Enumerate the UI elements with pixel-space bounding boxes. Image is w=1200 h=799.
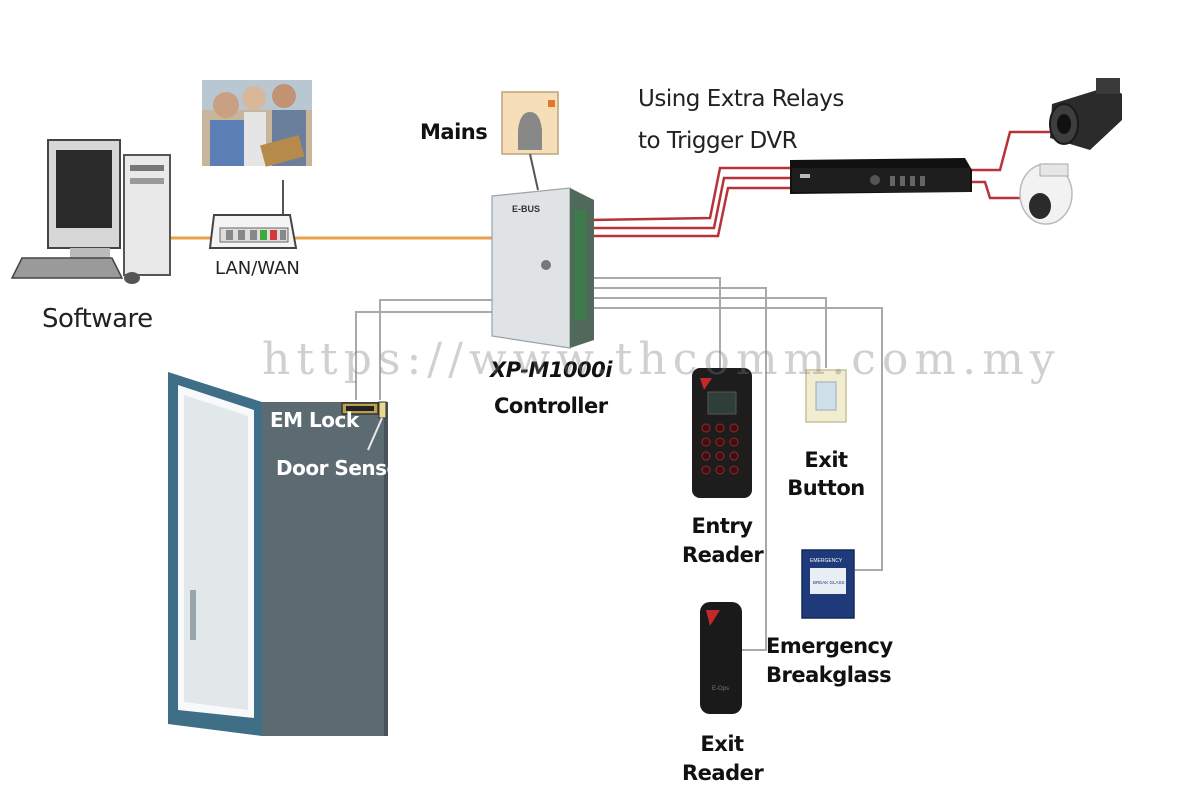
camera-line-1 xyxy=(970,130,1055,172)
mains-label: Mains xyxy=(420,120,488,144)
computer-icon xyxy=(10,139,171,284)
mains-power-icon xyxy=(501,91,559,191)
em-lock-icon xyxy=(341,402,379,415)
exit-reader-label-line1: Exit xyxy=(700,732,744,756)
breakglass-label-line2: Breakglass xyxy=(766,663,892,687)
exit-button-icon xyxy=(805,369,847,423)
breakglass-sign-text: EMERGENCY xyxy=(810,558,843,564)
relay-label-line2: to Trigger DVR xyxy=(638,128,798,154)
breakglass-icon: EMERGENCY BREAK GLASS xyxy=(801,549,855,619)
exit-button-label-line2: Button xyxy=(787,476,865,500)
wire-door-sensor xyxy=(355,311,500,400)
bullet-camera-icon xyxy=(1049,78,1122,150)
door-icon xyxy=(168,372,388,736)
dome-camera-icon xyxy=(1019,163,1073,225)
door-sensor-label: Door Sensor xyxy=(276,456,410,480)
users-photo xyxy=(202,80,312,167)
controller-brand-text: E-BUS xyxy=(512,204,540,214)
relay-label-line1: Using Extra Relays xyxy=(638,86,844,112)
dvr-relay-line-2 xyxy=(590,176,790,230)
camera-line-2 xyxy=(970,180,1030,200)
wire-em-lock xyxy=(379,299,500,400)
dvr-relay-line-1 xyxy=(589,166,790,222)
controller-icon: E-BUS xyxy=(491,187,594,349)
dvr-relay-line-3 xyxy=(590,186,790,238)
entry-reader-label-line1: Entry xyxy=(691,514,753,538)
entry-reader-label-line2: Reader xyxy=(682,543,764,567)
watermark-url: https://www.thcomm.com.my xyxy=(262,334,1061,385)
controller-label-line1: XP-M1000i xyxy=(490,358,612,382)
router-icon xyxy=(208,180,298,249)
wire-entry-reader xyxy=(580,277,721,370)
entry-reader-icon xyxy=(692,368,752,498)
exit-reader-brand-text: E-Ops xyxy=(712,686,729,692)
lan-wan-label: LAN/WAN xyxy=(215,258,300,279)
em-lock-label: EM Lock xyxy=(270,408,359,432)
dvr-icon xyxy=(790,158,972,194)
door-sensor-icon xyxy=(367,401,387,451)
wire-exit-reader xyxy=(580,287,767,651)
breakglass-label-line1: Emergency xyxy=(766,634,893,658)
controller-label-line2: Controller xyxy=(494,394,608,418)
wire-exit-button xyxy=(580,297,827,368)
wiring xyxy=(168,130,1055,651)
exit-reader-icon: E-Ops xyxy=(700,602,742,714)
software-label: Software xyxy=(42,304,153,334)
exit-button-label-line1: Exit xyxy=(804,448,848,472)
breakglass-sign2-text: BREAK GLASS xyxy=(813,580,845,585)
exit-reader-label-line2: Reader xyxy=(682,761,764,785)
wire-breakglass xyxy=(580,307,883,571)
